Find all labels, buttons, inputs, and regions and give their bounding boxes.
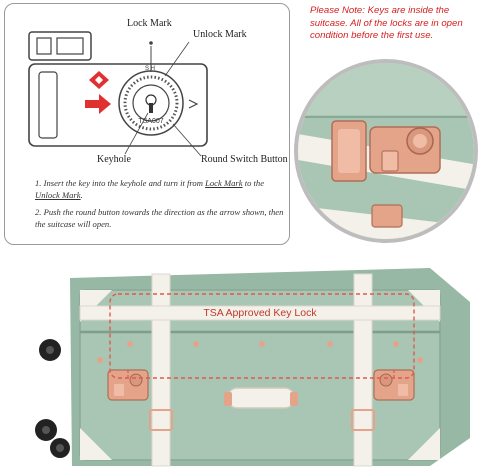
instructions: 1. Insert the key into the keyhole and t… (35, 177, 290, 235)
instruction-step-2: 2. Push the round button towards the dir… (35, 207, 284, 229)
unlock-mark-link-text: Unlock Mark (35, 190, 81, 200)
tsa-approved-key-lock-label: TSA Approved Key Lock (203, 307, 317, 319)
keys-note: Please Note: Keys are inside the suitcas… (310, 5, 463, 41)
red-arrow-icon (85, 94, 111, 114)
zoomed-lock-illustration (294, 59, 478, 243)
tsa-logo (89, 71, 109, 89)
left-lock (107, 369, 149, 401)
lock-diagram-drawing: TSA007 S H (28, 31, 208, 157)
tsa-callout-box (109, 293, 415, 379)
right-lock (373, 369, 415, 401)
unlock-mark-callout: Unlock Mark (193, 29, 247, 40)
dial-text: TSA007 (138, 118, 163, 125)
lock-mark-link-text: Lock Mark (205, 178, 243, 188)
lock-mark-callout: Lock Mark (127, 18, 172, 29)
instruction-step-1: 1. Insert the key into the keyhole and t… (35, 178, 265, 200)
svg-text:S H: S H (145, 66, 155, 72)
keyhole-callout: Keyhole (97, 154, 131, 165)
instruction-diagram: TSA007 S H Lock Mark Unlock Mark Keyhole… (4, 3, 290, 245)
suitcase-illustration (35, 268, 470, 467)
round-switch-button-callout: Round Switch Button (201, 154, 288, 165)
